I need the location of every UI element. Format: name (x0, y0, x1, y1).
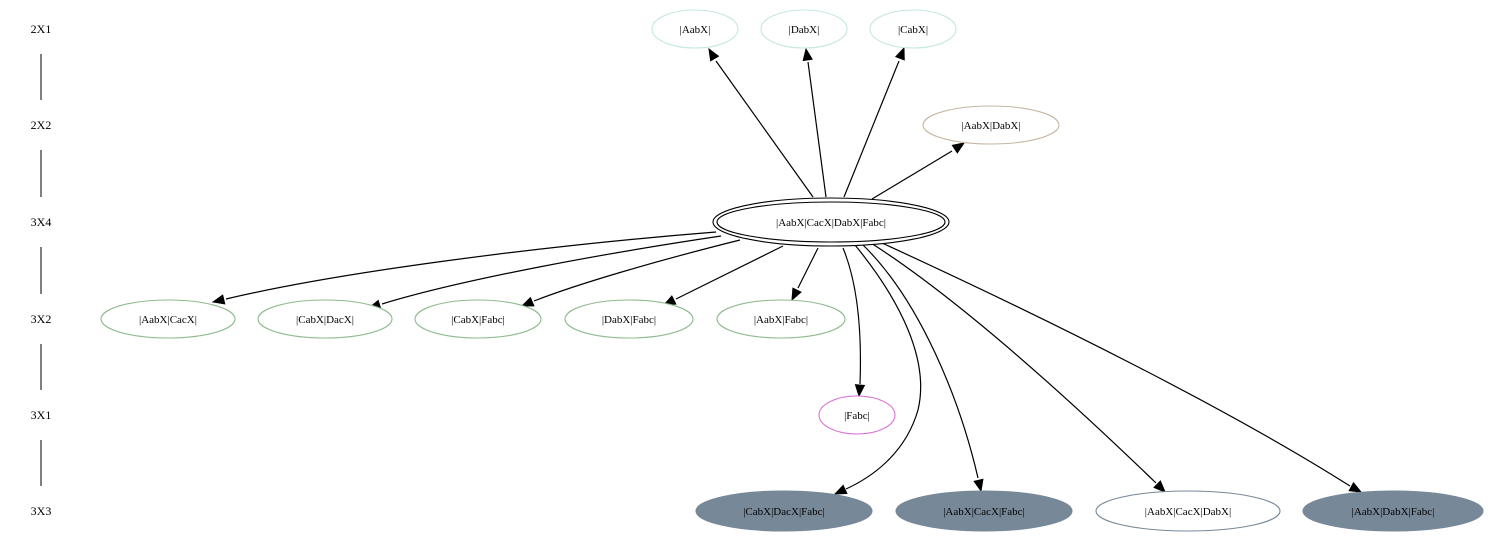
node-fabc[interactable]: |Fabc| (818, 395, 896, 435)
edge-line (381, 235, 722, 305)
arrowhead (894, 46, 905, 61)
node-label: |DabX| (789, 24, 820, 36)
edge-n_root-to-n_aabx_dabx_fabc (881, 242, 1363, 493)
node-shape (100, 299, 236, 339)
node-shape (760, 9, 848, 49)
rank-label-2x2: 2X2 (31, 118, 52, 132)
node-label: |AabX|CacX|DabX| (1145, 506, 1231, 518)
edge-line (225, 231, 717, 300)
node-label: |AabX|DabX|Fabc| (1352, 506, 1435, 518)
arrowhead (520, 296, 535, 307)
node-shape (869, 9, 957, 49)
edge-line (843, 60, 900, 198)
node-label: |AabX|Fabc| (754, 314, 808, 326)
edge-n_root-to-n_aabx_cacx_fabc (861, 243, 984, 493)
edge-n_root-to-n_aabx (708, 47, 814, 198)
arrowhead (802, 47, 813, 62)
node-label: |CabX|DacX| (296, 314, 354, 326)
edge-n_root-to-n_aabx_dabx (871, 142, 966, 200)
edge-n_root-to-n_cabx_fabc (520, 239, 741, 307)
node-root[interactable]: |AabX|CacX|DabX|Fabc| (712, 197, 950, 247)
edge-layer (211, 46, 1363, 495)
node-label: |AabX|CacX|DabX|Fabc| (776, 217, 886, 229)
arrowhead (951, 142, 966, 154)
node-shape (712, 197, 950, 247)
node-label: |Fabc| (844, 410, 870, 422)
node-shape (257, 299, 393, 339)
arrowhead (973, 478, 984, 493)
arrowhead (1153, 480, 1166, 493)
rank-label-2x1: 2X1 (31, 22, 52, 36)
node-cabx-dacx[interactable]: |CabX|DacX| (257, 299, 393, 339)
node-aabx[interactable]: |AabX| (651, 9, 739, 49)
rank-label-3x4: 3X4 (31, 215, 52, 229)
node-label: |CabX| (898, 24, 928, 36)
edge-line (842, 247, 862, 385)
node-shape (414, 299, 542, 339)
edge-n_root-to-n_fabc (842, 247, 866, 398)
node-cabx-dacx-fabc[interactable]: |CabX|DacX|Fabc| (695, 490, 873, 532)
node-layer: |AabX| |DabX| |CabX| |AabX|DabX| |AabX|CacX|… (100, 9, 1484, 532)
rank-label-3x1: 3X1 (31, 408, 52, 422)
edge-n_root-to-n_cabx (843, 46, 905, 198)
arrowhead (833, 484, 848, 495)
edge-line (881, 242, 1351, 487)
edge-line (533, 239, 741, 302)
node-dabx-fabc[interactable]: |DabX|Fabc| (564, 299, 694, 339)
edge-n_root-to-n_aabx_fabc (791, 247, 819, 302)
node-cabx[interactable]: |CabX| (869, 9, 957, 49)
node-cabx-fabc[interactable]: |CabX|Fabc| (414, 299, 542, 339)
edge-line (807, 61, 827, 198)
edge-line (797, 247, 819, 289)
node-shape (695, 490, 873, 532)
node-label: |DabX|Fabc| (602, 314, 656, 326)
rank-axis: 2X1 2X2 3X4 3X2 3X1 3X3 (31, 22, 52, 518)
node-shape (1302, 490, 1484, 532)
arrowhead (211, 294, 226, 305)
node-label: |AabX|DabX| (961, 120, 1020, 132)
rank-label-3x2: 3X2 (31, 312, 52, 326)
node-aabx-fabc[interactable]: |AabX|Fabc| (716, 299, 846, 339)
node-shape (651, 9, 739, 49)
rank-label-3x3: 3X3 (31, 504, 52, 518)
edge-n_root-to-n_cabx_dacx_fabc (833, 244, 922, 495)
node-shape (818, 395, 896, 435)
edge-n_root-to-n_aabx_cacx_dabx (870, 242, 1166, 493)
edge-line (871, 150, 953, 200)
node-shape (716, 299, 846, 339)
node-aabx-cacx-fabc[interactable]: |AabX|CacX|Fabc| (895, 490, 1073, 532)
edge-line (870, 242, 1157, 484)
node-aabx-cacx[interactable]: |AabX|CacX| (100, 299, 236, 339)
edge-line (715, 60, 814, 198)
edge-line (845, 244, 922, 490)
arrowhead (854, 384, 866, 398)
node-label: |CabX|Fabc| (451, 314, 505, 326)
node-shape (1095, 490, 1281, 532)
edge-n_root-to-n_cabx_dacx (367, 235, 722, 310)
edge-n_root-to-n_dabx (802, 47, 827, 198)
arrowhead (1348, 481, 1363, 493)
node-aabx-cacx-dabx[interactable]: |AabX|CacX|DabX| (1095, 490, 1281, 532)
arrowhead (791, 287, 802, 302)
edge-line (861, 243, 979, 479)
node-aabx-dabx[interactable]: |AabX|DabX| (922, 105, 1060, 145)
edge-n_root-to-n_aabx_cacx (211, 231, 717, 305)
node-label: |CabX|DacX|Fabc| (743, 506, 825, 518)
node-shape-inner (716, 201, 946, 243)
node-aabx-dabx-fabc[interactable]: |AabX|DabX|Fabc| (1302, 490, 1484, 532)
arrowhead (708, 47, 720, 62)
node-shape (895, 490, 1073, 532)
node-label: |AabX| (680, 24, 711, 36)
edge-line (675, 245, 784, 300)
node-dabx[interactable]: |DabX| (760, 9, 848, 49)
node-label: |AabX|CacX| (139, 314, 197, 326)
node-shape (564, 299, 694, 339)
node-shape (922, 105, 1060, 145)
node-label: |AabX|CacX|Fabc| (943, 506, 1025, 518)
